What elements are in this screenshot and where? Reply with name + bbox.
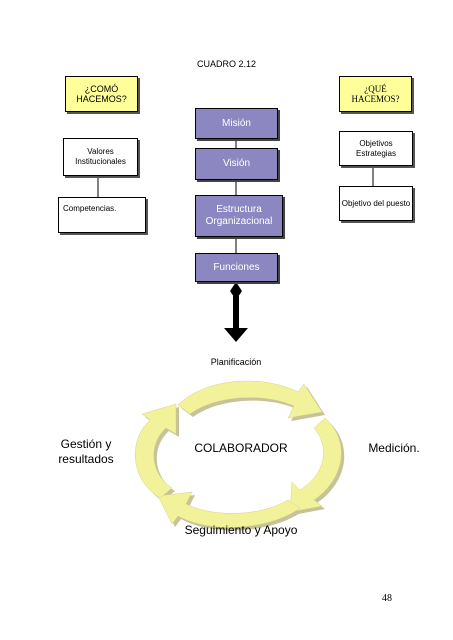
planificacion-label: Planificación xyxy=(210,357,262,367)
down-arrow-icon xyxy=(224,282,248,342)
colaborador-label: COLABORADOR xyxy=(194,441,288,455)
gestion-resultados-label: Gestión y resultados xyxy=(58,437,114,466)
objetivos-estrategias-text: Objetivos Estrategias xyxy=(355,138,397,158)
valores-institucionales-box: Valores Institucionales xyxy=(63,138,138,176)
mision-box: Misión xyxy=(195,108,278,139)
valores-institucionales-text: Valores Institucionales xyxy=(75,147,126,166)
cycle-arrows-icon xyxy=(135,380,345,531)
page-number: 48 xyxy=(382,593,392,604)
medicion-label: Medición. xyxy=(368,441,420,455)
objetivos-estrategias-box: Objetivos Estrategias xyxy=(339,131,413,166)
left-heading-box: ¿COMÓ HACEMOS? xyxy=(65,76,138,112)
competencias-box: Competencias. xyxy=(58,197,146,233)
objetivo-puesto-box: Objetivo del puesto xyxy=(339,186,413,221)
estructura-organizacional-box: Estructura Organizacional xyxy=(195,195,283,237)
objetivo-puesto-text: Objetivo del puesto xyxy=(341,198,411,208)
diagram-title: CUADRO 2.12 xyxy=(196,59,257,69)
right-heading-text: ¿QUÉ HACEMOS? xyxy=(351,83,400,104)
seguimiento-apoyo-label: Seguimiento y Apoyo xyxy=(184,523,298,537)
left-heading-text: ¿COMÓ HACEMOS? xyxy=(76,83,127,104)
mision-text: Misión xyxy=(222,117,251,129)
funciones-box: Funciones xyxy=(195,253,278,282)
vision-text: Visión xyxy=(222,158,251,169)
funciones-text: Funciones xyxy=(213,261,260,273)
vision-box: Visión xyxy=(195,148,278,180)
competencias-text: Competencias. xyxy=(63,204,117,213)
right-heading-box: ¿QUÉ HACEMOS? xyxy=(339,76,412,112)
estructura-organizacional-text: Estructura Organizacional xyxy=(205,204,273,227)
